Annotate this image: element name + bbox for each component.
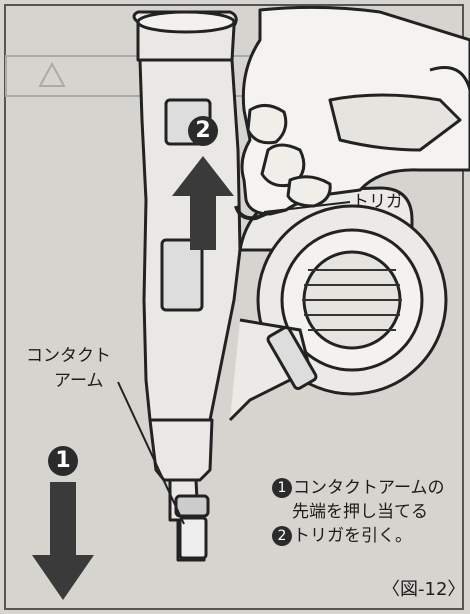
step-number: 1 (272, 478, 292, 498)
trigger-leader-line (263, 201, 351, 213)
step-2-marker: 2 (188, 116, 218, 146)
contact-arm-label-line1: コンタクト (26, 346, 111, 366)
instruction-step-1-cont: 先端を押し当てる (292, 502, 428, 522)
trigger-label: トリガ (352, 192, 403, 212)
nailer-body (132, 10, 242, 562)
figure-border (4, 4, 464, 610)
instruction-text: トリガを引く。 (293, 526, 412, 546)
trigger (234, 205, 271, 221)
step-number: 2 (272, 526, 292, 546)
coil-magazine (228, 186, 448, 422)
instruction-text: コンタクトアームの (293, 478, 445, 498)
contact-arm-leader-line (117, 381, 185, 525)
up-arrow (172, 156, 234, 250)
figure-caption: 〈図-12〉 (382, 579, 466, 600)
down-arrow (32, 482, 94, 600)
step-1-marker: 1 (48, 446, 78, 476)
hand (240, 5, 470, 216)
contact-arm-label-line2: アーム (54, 371, 104, 391)
